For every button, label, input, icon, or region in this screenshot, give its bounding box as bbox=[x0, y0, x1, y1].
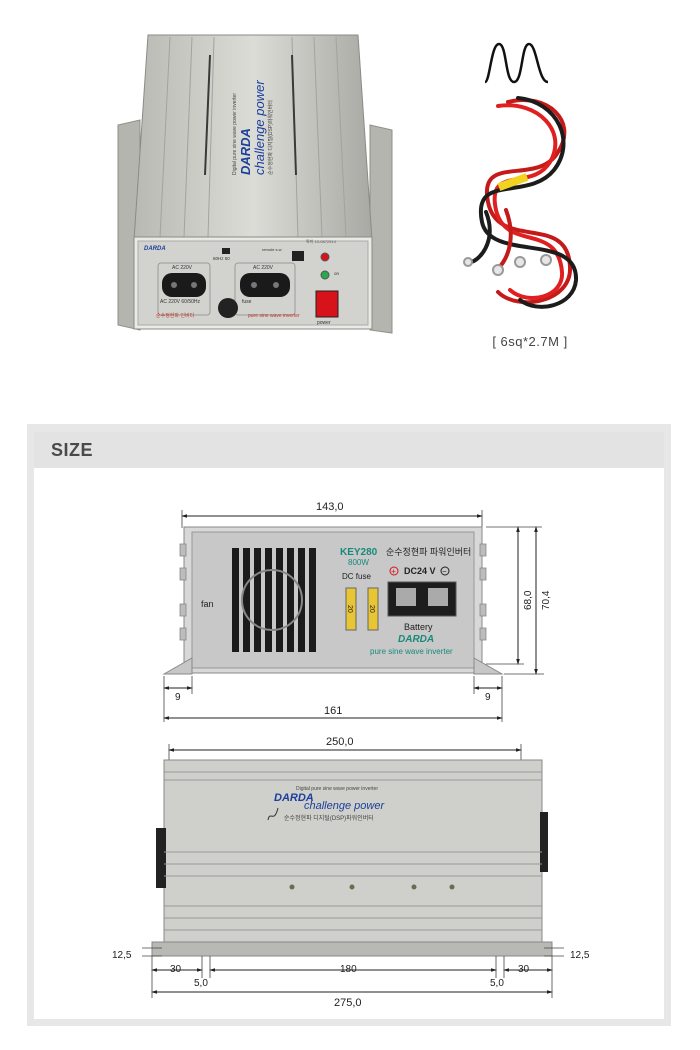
top-korean: 순수정현파 디지털(DSP)파워인버터 bbox=[284, 814, 374, 822]
panel-socket-label-1: AC 220V bbox=[172, 265, 193, 271]
size-panel: SIZE 143,0 bbox=[27, 424, 671, 1026]
dim-front-total-width: 161 bbox=[324, 705, 342, 717]
dim-front-right-foot: 9 bbox=[485, 692, 491, 703]
panel-fuse-label: fuse bbox=[242, 299, 252, 305]
panel-serial: 특허 10-0872914 bbox=[306, 238, 337, 244]
front-minus: − bbox=[442, 567, 447, 576]
inverter-product-image: DARDA challenge power Digital pure sine … bbox=[117, 34, 393, 334]
front-watt: 800W bbox=[348, 558, 369, 567]
front-fuse-value-1: 20 bbox=[346, 605, 353, 613]
dim-top-left-30: 30 bbox=[170, 964, 182, 975]
top-brand: DARDA bbox=[274, 792, 314, 804]
panel-hz-switch: 60Hz 50 bbox=[213, 256, 230, 261]
dim-top-left-side: 12,5 bbox=[112, 950, 132, 961]
front-fuse-label: DC fuse bbox=[342, 572, 371, 581]
product-korean: 순수정현파 디지털(DSP)파워인버터 bbox=[267, 100, 274, 175]
dim-front-height-outer: 70,4 bbox=[541, 590, 552, 610]
front-fuse-value-2: 20 bbox=[368, 605, 375, 613]
panel-korean-badge: 순수정현파 인버터 bbox=[156, 312, 194, 319]
front-dc-label: DC24 V bbox=[404, 566, 436, 576]
product-tagline: challenge power bbox=[252, 80, 267, 175]
dim-front-width: 143,0 bbox=[316, 501, 344, 513]
front-korean-name: 순수정현파 파워인버터 bbox=[386, 547, 471, 557]
dim-top-right-30: 30 bbox=[518, 964, 530, 975]
panel-remote-label: remote s.w bbox=[262, 247, 282, 252]
panel-bottom-label: AC 220V 60/50Hz bbox=[160, 299, 201, 305]
svg-text:DARDA: DARDA bbox=[144, 246, 166, 252]
dim-top-left-5: 5,0 bbox=[194, 978, 208, 989]
dim-front-left-foot: 9 bbox=[175, 692, 181, 703]
front-battery-label: Battery bbox=[404, 622, 433, 632]
dim-top-right-side: 12,5 bbox=[570, 950, 590, 961]
top-tagline: challenge power bbox=[304, 800, 385, 812]
product-subtitle: Digital pure sine wave power inverter bbox=[232, 93, 238, 175]
dim-top-center: 180 bbox=[340, 964, 357, 975]
size-title: SIZE bbox=[51, 440, 94, 460]
dim-front-height-inner: 68,0 bbox=[523, 590, 534, 610]
top-subtitle: Digital pure sine wave power inverter bbox=[296, 786, 378, 792]
dim-top-right-5: 5,0 bbox=[490, 978, 504, 989]
front-plus: + bbox=[391, 567, 396, 576]
front-sine-label: pure sine wave inverter bbox=[370, 647, 453, 656]
size-header: SIZE bbox=[34, 432, 664, 468]
front-model: KEY280 bbox=[340, 547, 378, 558]
panel-led-label: on bbox=[334, 271, 340, 276]
cable-spec-caption: [ 6sq*2.7M ] bbox=[492, 334, 568, 349]
front-fuses: 20 20 bbox=[345, 587, 379, 631]
sine-wave-icon bbox=[483, 42, 549, 84]
size-panel-inner: SIZE 143,0 bbox=[34, 432, 664, 1019]
front-brand: DARDA bbox=[398, 634, 434, 645]
panel-power-label: power bbox=[317, 320, 331, 326]
size-front-view: 143,0 fan KEY28 bbox=[112, 501, 590, 1009]
panel-sine-badge: pure sine wave inverter bbox=[248, 313, 300, 319]
battery-cable-image bbox=[463, 96, 579, 309]
dim-top-total: 275,0 bbox=[334, 997, 362, 1009]
panel-socket-label-2: AC 220V bbox=[253, 265, 274, 271]
front-fan-label: fan bbox=[201, 599, 214, 609]
product-brand: DARDA bbox=[238, 128, 253, 175]
dim-top-length: 250,0 bbox=[326, 736, 354, 748]
